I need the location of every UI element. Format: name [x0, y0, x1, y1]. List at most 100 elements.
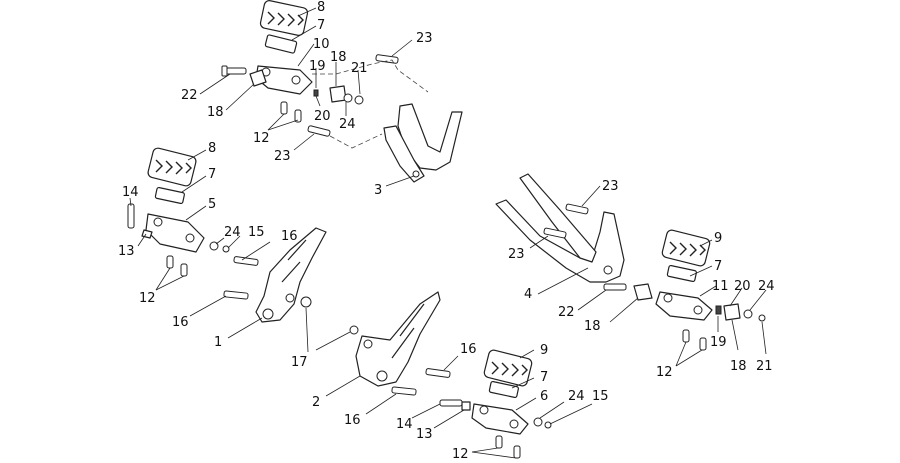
callout-7: 7: [540, 370, 548, 385]
callout-17: 17: [291, 355, 308, 370]
spring: [313, 89, 319, 97]
bottom-rider-footpeg-group: [349, 291, 552, 459]
nut: [300, 296, 312, 308]
nut: [758, 314, 766, 322]
callout-16: 16: [344, 413, 361, 428]
footpeg-body: [471, 403, 529, 435]
pivot-pin: [603, 283, 627, 291]
screw: [513, 445, 521, 459]
callout-14: 14: [122, 185, 139, 200]
callout-18: 18: [584, 319, 601, 334]
screw: [699, 337, 707, 351]
callout-16: 16: [460, 342, 477, 357]
callout-12: 12: [656, 365, 673, 380]
rider-bracket: [355, 291, 441, 387]
footpeg-rubber-pad: [259, 0, 309, 36]
callout-4: 4: [524, 287, 532, 302]
callout-12: 12: [452, 447, 469, 462]
callout-8: 8: [317, 0, 325, 15]
footpeg-rubber-pad: [661, 229, 711, 267]
callout-2: 2: [312, 395, 320, 410]
right-passenger-footpeg-group: [495, 173, 766, 351]
callout-15: 15: [248, 225, 265, 240]
footpeg-plate: [488, 380, 519, 399]
callout-18: 18: [207, 105, 224, 120]
callout-21: 21: [351, 61, 368, 76]
mounting-bolt: [391, 386, 417, 396]
pivot-clip: [141, 229, 153, 239]
callout-12: 12: [139, 291, 156, 306]
screw: [280, 101, 302, 123]
left-rider-footpeg-group: [127, 147, 327, 323]
callout-24: 24: [758, 279, 775, 294]
callout-14: 14: [396, 417, 413, 432]
callout-1: 1: [214, 335, 222, 350]
callout-20: 20: [314, 109, 331, 124]
callout-9: 9: [714, 231, 722, 246]
callout-21: 21: [756, 359, 773, 374]
footpeg-body: [145, 213, 205, 253]
nut: [349, 325, 359, 335]
callout-labels: 8 7 10 22 18 19 18 21 20 24 12 23 23 3 8…: [118, 0, 775, 462]
footpeg-plate: [154, 186, 185, 205]
callout-3: 3: [374, 183, 382, 198]
callout-23: 23: [416, 31, 433, 46]
mounting-bolt: [223, 290, 249, 300]
mounting-bolt: [565, 203, 589, 215]
detent-plate: [723, 303, 741, 321]
callout-16: 16: [172, 315, 189, 330]
mounting-bolt: [425, 368, 451, 378]
callout-22: 22: [181, 88, 198, 103]
screw: [166, 255, 174, 269]
callout-20: 20: [734, 279, 751, 294]
callout-23: 23: [508, 247, 525, 262]
mounting-bolt: [543, 227, 567, 239]
screw: [495, 435, 503, 449]
nut: [544, 421, 552, 429]
footpeg-rubber-pad: [147, 147, 197, 187]
callout-8: 8: [208, 141, 216, 156]
mounting-bolt: [233, 256, 259, 266]
passenger-bracket: [383, 103, 463, 183]
rider-bracket: [255, 227, 327, 323]
callout-23: 23: [602, 179, 619, 194]
callout-16: 16: [281, 229, 298, 244]
callout-10: 10: [313, 37, 330, 52]
callout-22: 22: [558, 305, 575, 320]
screw: [682, 329, 690, 343]
footpeg-plate: [666, 264, 697, 283]
callout-18: 18: [330, 50, 347, 65]
callout-24: 24: [568, 389, 585, 404]
washer: [743, 309, 753, 319]
top-passenger-footpeg-group: [221, 0, 463, 183]
callout-7: 7: [208, 167, 216, 182]
callout-6: 6: [540, 389, 548, 404]
nut: [222, 245, 230, 253]
washer: [343, 93, 353, 103]
callout-18: 18: [730, 359, 747, 374]
pivot-pin: [221, 65, 247, 77]
callout-7: 7: [317, 18, 325, 33]
callout-11: 11: [712, 279, 729, 294]
callout-13: 13: [118, 244, 135, 259]
callout-24: 24: [224, 225, 241, 240]
callout-5: 5: [208, 197, 216, 212]
callout-13: 13: [416, 427, 433, 442]
callout-23: 23: [274, 149, 291, 164]
passenger-bracket: [495, 173, 625, 283]
washer: [533, 417, 543, 427]
callout-12: 12: [253, 131, 270, 146]
pivot-clip: [461, 401, 471, 411]
callout-19: 19: [710, 335, 727, 350]
callout-19: 19: [309, 59, 326, 74]
pivot-pin: [127, 203, 135, 229]
nut: [354, 95, 364, 105]
screw: [180, 263, 188, 277]
bracket: [633, 283, 653, 301]
callout-7: 7: [714, 259, 722, 274]
callout-9: 9: [540, 343, 548, 358]
assembly-line: [312, 59, 429, 149]
leader-lines: [129, 7, 767, 459]
detent-plate: [329, 85, 347, 103]
